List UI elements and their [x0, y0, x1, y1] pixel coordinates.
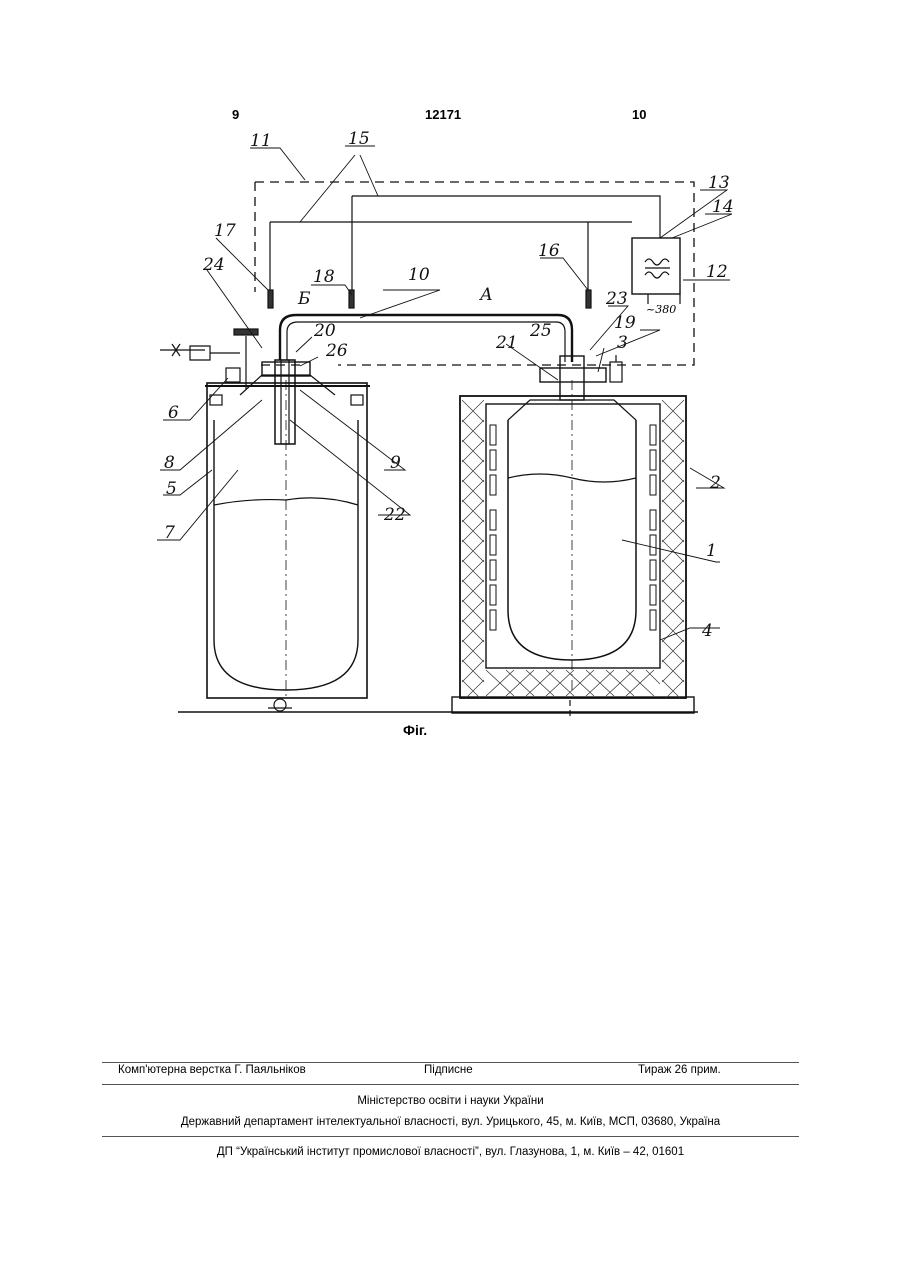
label-12: 12: [706, 262, 728, 282]
label-22: 22: [383, 505, 406, 525]
label-10: 10: [408, 265, 430, 285]
footer-print-run: Тираж 26 прим.: [638, 1064, 721, 1076]
label-23: 23: [605, 289, 628, 309]
label-19: 19: [614, 313, 636, 333]
patent-figure: 11 15 13 14 12 17 24 18 10 Б А 16 23 19 …: [0, 0, 901, 760]
label-14: 14: [712, 197, 734, 217]
footer-institute: ДП “Український інститут промислової вла…: [0, 1146, 901, 1158]
footer-rule-top: [102, 1062, 799, 1063]
label-26: 26: [325, 341, 348, 361]
label-21: 21: [495, 333, 518, 353]
label-20: 20: [313, 321, 336, 341]
label-2: 2: [709, 473, 721, 493]
footer-department: Державний департамент інтелектуальної вл…: [0, 1116, 901, 1128]
label-16: 16: [538, 241, 560, 261]
label-18: 18: [313, 267, 335, 287]
label-17: 17: [214, 221, 236, 241]
label-7: 7: [164, 523, 175, 543]
footer-rule-bottom: [102, 1136, 799, 1137]
label-13: 13: [708, 173, 730, 193]
label-8: 8: [164, 453, 175, 473]
footer-ministry: Міністерство освіти і науки України: [0, 1095, 901, 1107]
label-25: 25: [529, 321, 552, 341]
footer-signed: Підписне: [424, 1064, 473, 1076]
label-24: 24: [202, 255, 225, 275]
voltage-label: ~380: [646, 303, 676, 316]
label-1: 1: [706, 541, 717, 561]
footer-typesetter: Комп'ютерна верстка Г. Паяльніков: [118, 1064, 306, 1076]
label-11: 11: [250, 131, 272, 151]
label-b: Б: [297, 289, 311, 309]
label-3: 3: [617, 333, 628, 353]
label-15: 15: [348, 129, 370, 149]
label-a: А: [479, 285, 493, 305]
figure-caption: Фіг.: [403, 722, 427, 738]
label-5: 5: [166, 479, 177, 499]
label-9: 9: [390, 453, 401, 473]
label-6: 6: [168, 403, 179, 423]
footer-rule-middle: [102, 1084, 799, 1085]
label-4: 4: [701, 621, 713, 641]
